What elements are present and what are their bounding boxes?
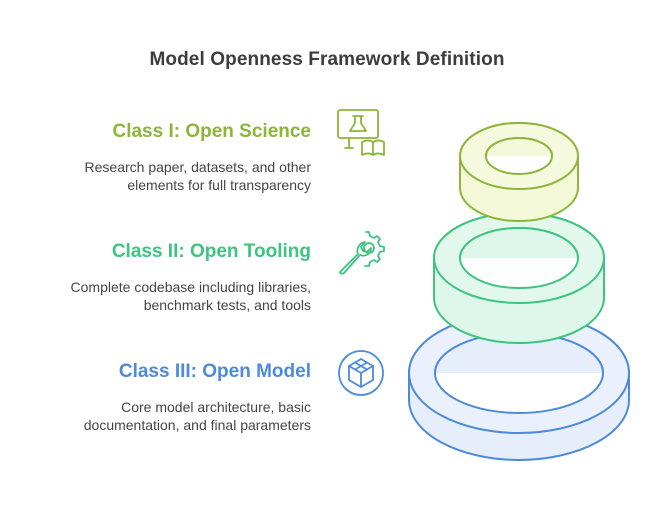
ring-class-1 xyxy=(459,122,579,222)
class-3-block: Class III: Open Model Core model archite… xyxy=(11,360,311,434)
class-1-block: Class I: Open Science Research paper, da… xyxy=(11,120,311,194)
class-2-title: Class II: Open Tooling xyxy=(111,241,311,262)
stacked-rings-diagram xyxy=(408,122,630,461)
class-3-desc-line-2: documentation, and final parameters xyxy=(83,417,311,433)
class-3-title: Class III: Open Model xyxy=(118,361,311,382)
wrench-gear-icon xyxy=(338,231,385,275)
science-book-icon xyxy=(337,109,385,156)
class-1-title: Class I: Open Science xyxy=(112,121,311,142)
class-1-desc-line-2: elements for full transparency xyxy=(127,177,311,193)
class-2-desc-line-1: Complete codebase including libraries, xyxy=(70,279,311,295)
page-title: Model Openness Framework Definition xyxy=(149,49,505,70)
class-2-description: Complete codebase including libraries, b… xyxy=(11,278,311,314)
class-3-description: Core model architecture, basic documenta… xyxy=(11,398,311,434)
class-1-description: Research paper, datasets, and other elem… xyxy=(11,158,311,194)
class-3-desc-line-1: Core model architecture, basic xyxy=(121,399,311,415)
model-box-icon xyxy=(338,350,384,396)
class-2-block: Class II: Open Tooling Complete codebase… xyxy=(11,240,311,314)
class-2-desc-line-2: benchmark tests, and tools xyxy=(143,297,311,313)
ring-class-3 xyxy=(408,312,630,461)
class-1-desc-line-1: Research paper, datasets, and other xyxy=(84,159,311,175)
ring-class-2 xyxy=(433,212,605,344)
